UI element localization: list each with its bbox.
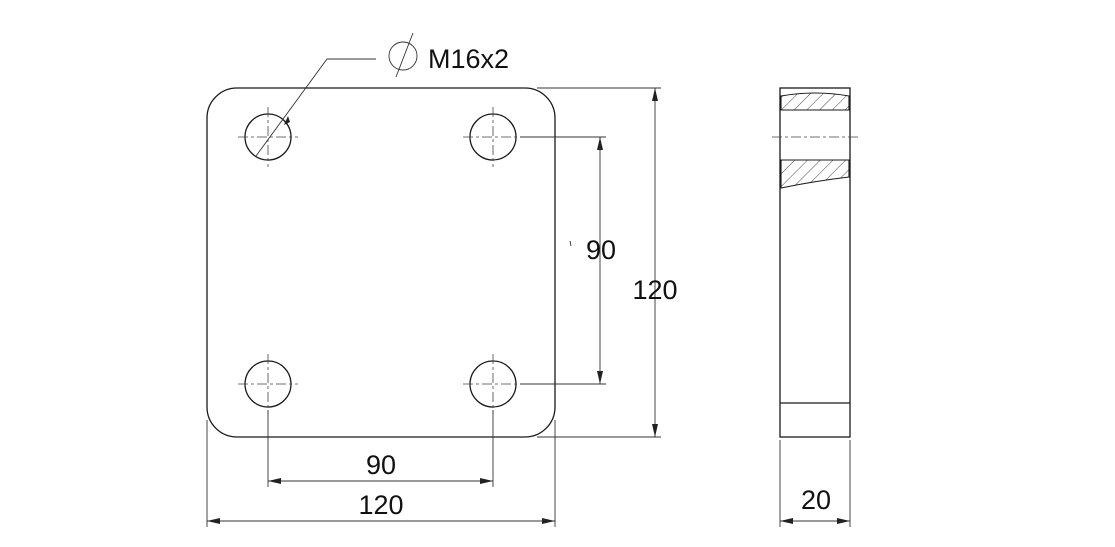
- dim-label-plate-height: 120: [632, 275, 677, 305]
- dim-plate-width: [206, 420, 556, 527]
- dim-label-hole-spacing-horizontal: 90: [366, 450, 396, 480]
- hole-bottom-left: [238, 354, 298, 414]
- hole-top-left: [238, 107, 298, 167]
- thread-callout-leader: [255, 32, 418, 157]
- dim-label-hole-spacing-vertical: 90: [586, 235, 616, 265]
- thread-callout-label: M16x2: [428, 44, 509, 74]
- dim-label-plate-thickness: 20: [801, 485, 831, 515]
- section-hatch-top: [780, 92, 850, 111]
- hole-bottom-right: [463, 354, 523, 414]
- plate-outline: [206, 87, 556, 438]
- side-outline: [779, 87, 851, 438]
- dim-label-plate-width: 120: [358, 490, 403, 520]
- dim-hole-spacing-vertical: [520, 136, 606, 385]
- diameter-icon: [388, 32, 418, 78]
- section-hatch-bottom: [780, 159, 850, 189]
- side-view: 20: [772, 87, 858, 527]
- front-view: M16x2 90 120 90: [206, 32, 678, 527]
- dim-plate-thickness: [779, 440, 851, 527]
- dim-plate-height: [537, 87, 661, 438]
- holes: [238, 107, 523, 414]
- hole-top-right: [463, 107, 523, 167]
- dim-hole-spacing-horizontal: [267, 410, 494, 487]
